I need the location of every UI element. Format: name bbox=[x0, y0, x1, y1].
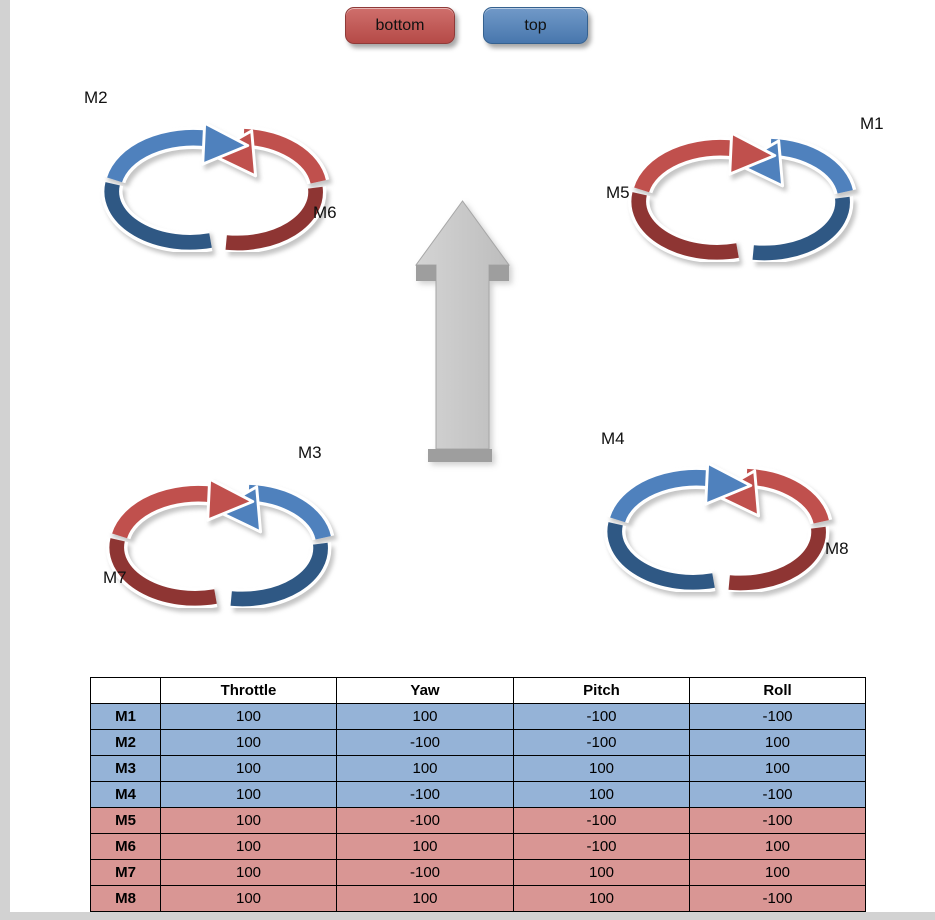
motor-label-m4: M4 bbox=[601, 429, 625, 448]
motor-label-m7: M7 bbox=[103, 568, 127, 587]
cell-throttle: 100 bbox=[160, 781, 337, 808]
cell-roll: 100 bbox=[689, 859, 866, 886]
cell-roll: 100 bbox=[689, 755, 866, 782]
rotation-arrows-icon bbox=[628, 131, 857, 264]
row-label: M7 bbox=[90, 859, 161, 886]
col-header-throttle: Throttle bbox=[160, 677, 337, 704]
up-arrow-icon bbox=[415, 200, 510, 462]
col-header-roll: Roll bbox=[689, 677, 866, 704]
cell-pitch: 100 bbox=[513, 781, 690, 808]
cell-pitch: -100 bbox=[513, 729, 690, 756]
cell-throttle: 100 bbox=[160, 885, 337, 912]
row-label: M1 bbox=[90, 703, 161, 730]
rotor-pair-rear-right bbox=[598, 432, 833, 594]
cell-yaw: -100 bbox=[336, 729, 514, 756]
row-label: M5 bbox=[90, 807, 161, 834]
rotation-arrows-icon bbox=[106, 477, 335, 610]
cell-throttle: 100 bbox=[160, 703, 337, 730]
rotor-pair-front-left bbox=[95, 92, 330, 254]
table-row-m2: M2 100 -100 -100 100 bbox=[90, 729, 866, 756]
row-label: M2 bbox=[90, 729, 161, 756]
motor-label-m6: M6 bbox=[313, 203, 337, 222]
cell-throttle: 100 bbox=[160, 807, 337, 834]
rotation-arrows-icon bbox=[604, 461, 833, 594]
table-row-m1: M1 100 100 -100 -100 bbox=[90, 703, 866, 730]
cell-pitch: -100 bbox=[513, 807, 690, 834]
rotor-pair-rear-left bbox=[100, 448, 335, 610]
col-header-motor bbox=[90, 677, 161, 704]
row-label: M3 bbox=[90, 755, 161, 782]
cell-yaw: -100 bbox=[336, 807, 514, 834]
cell-roll: -100 bbox=[689, 703, 866, 730]
cell-yaw: 100 bbox=[336, 885, 514, 912]
table-row-m5: M5 100 -100 -100 -100 bbox=[90, 807, 866, 834]
col-header-yaw: Yaw bbox=[336, 677, 514, 704]
rotation-arrows-icon bbox=[101, 121, 330, 254]
motor-label-m3: M3 bbox=[298, 443, 322, 462]
cell-yaw: -100 bbox=[336, 781, 514, 808]
cell-pitch: 100 bbox=[513, 755, 690, 782]
cell-throttle: 100 bbox=[160, 729, 337, 756]
cell-pitch: 100 bbox=[513, 859, 690, 886]
motor-label-m1: M1 bbox=[860, 114, 884, 133]
legend-bottom-button[interactable]: bottom bbox=[345, 7, 455, 44]
cell-pitch: 100 bbox=[513, 885, 690, 912]
cell-roll: 100 bbox=[689, 729, 866, 756]
table-row-m3: M3 100 100 100 100 bbox=[90, 755, 866, 782]
cell-yaw: 100 bbox=[336, 703, 514, 730]
cell-yaw: 100 bbox=[336, 833, 514, 860]
motor-label-m8: M8 bbox=[825, 539, 849, 558]
table-row-m7: M7 100 -100 100 100 bbox=[90, 859, 866, 886]
cell-roll: 100 bbox=[689, 833, 866, 860]
cell-throttle: 100 bbox=[160, 833, 337, 860]
motor-mix-table: Throttle Yaw Pitch Roll M1 100 100 -100 … bbox=[90, 677, 866, 912]
legend-top-button[interactable]: top bbox=[483, 7, 588, 44]
cell-yaw: -100 bbox=[336, 859, 514, 886]
rotor-pair-front-right bbox=[622, 102, 857, 264]
col-header-pitch: Pitch bbox=[513, 677, 690, 704]
forward-direction-arrow bbox=[413, 199, 512, 463]
cell-roll: -100 bbox=[689, 807, 866, 834]
cell-roll: -100 bbox=[689, 781, 866, 808]
cell-yaw: 100 bbox=[336, 755, 514, 782]
table-row-m4: M4 100 -100 100 -100 bbox=[90, 781, 866, 808]
cell-throttle: 100 bbox=[160, 859, 337, 886]
row-label: M6 bbox=[90, 833, 161, 860]
cell-pitch: -100 bbox=[513, 833, 690, 860]
motor-label-m5: M5 bbox=[606, 183, 630, 202]
cell-throttle: 100 bbox=[160, 755, 337, 782]
cell-roll: -100 bbox=[689, 885, 866, 912]
table-header-row: Throttle Yaw Pitch Roll bbox=[90, 677, 866, 704]
row-label: M8 bbox=[90, 885, 161, 912]
row-label: M4 bbox=[90, 781, 161, 808]
cell-pitch: -100 bbox=[513, 703, 690, 730]
motor-label-m2: M2 bbox=[84, 88, 108, 107]
table-row-m8: M8 100 100 100 -100 bbox=[90, 885, 866, 912]
table-row-m6: M6 100 100 -100 100 bbox=[90, 833, 866, 860]
page: bottom top bbox=[10, 0, 935, 912]
